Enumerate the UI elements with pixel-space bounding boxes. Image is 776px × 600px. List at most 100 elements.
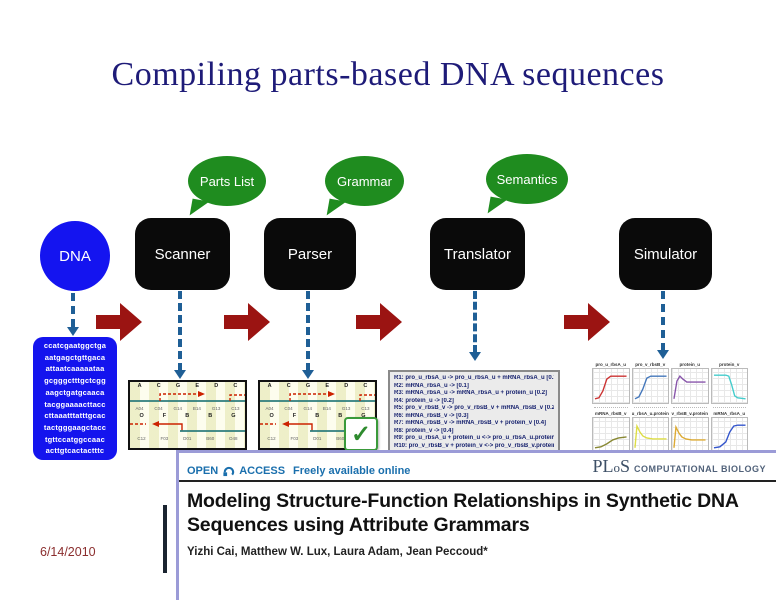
dashed-connector bbox=[178, 291, 182, 371]
reaction-line: R8: protein_v -> [0.4] bbox=[394, 427, 454, 434]
part-letter: B bbox=[315, 413, 320, 419]
reaction-line: R10: pro_v_rbsB_v + protein_v <-> pro_v_… bbox=[394, 442, 554, 449]
part-letter: B bbox=[185, 413, 190, 419]
dna-sequence-line: attaatcaaaaataa bbox=[45, 364, 105, 374]
stage-box-label: Parser bbox=[287, 245, 333, 263]
part-letter: C bbox=[286, 383, 291, 389]
part-letter: F bbox=[162, 413, 167, 419]
part-letter: C bbox=[363, 383, 368, 389]
part-letter: O bbox=[269, 413, 274, 419]
dna-sequence-line: gcgggctttgctcgg bbox=[44, 376, 106, 386]
reaction-line: R4: protein_u -> [0.2] bbox=[394, 397, 454, 404]
part-label: D01 bbox=[313, 436, 322, 441]
reaction-line: R3: mRNA_rbsA_u -> mRNA_rbsA_u + protein… bbox=[394, 390, 548, 396]
slide-date: 6/14/2010 bbox=[40, 545, 96, 559]
parts-track bbox=[130, 390, 245, 405]
part-label: C13 bbox=[231, 406, 240, 411]
part-letter: A bbox=[267, 383, 272, 389]
dashed-connector bbox=[661, 291, 665, 351]
part-label: C04 bbox=[154, 406, 163, 411]
speech-bubble-label: Parts List bbox=[199, 173, 255, 189]
arrowhead-icon bbox=[657, 350, 669, 359]
dna-sequence-line: aagctgatgcaaca bbox=[45, 387, 105, 397]
reaction-line: R1: pro_u_rbsA_u -> pro_u_rbsA_u + mRNA_… bbox=[394, 375, 554, 381]
simulator-output-charts: pro_u_rbsA_u pro_v_rbsB_v protein_u prot… bbox=[592, 362, 748, 457]
sim-chart: protein_u bbox=[671, 362, 709, 408]
stage-box-simulator: Simulator bbox=[619, 218, 712, 290]
speech-bubble-grammar: Grammar bbox=[325, 156, 404, 206]
reaction-line: R2: mRNA_rbsA_u -> [0.1] bbox=[394, 382, 469, 389]
part-letter: B bbox=[208, 413, 213, 419]
sim-chart: u_rbsA_u.protein bbox=[631, 411, 669, 457]
open-access-access-label: ACCESS bbox=[239, 464, 286, 477]
part-label: G14 bbox=[173, 406, 183, 411]
part-label: C13 bbox=[361, 406, 370, 411]
dna-sequence-line: ccatcgaatggctga bbox=[43, 341, 107, 350]
part-letter: D bbox=[344, 383, 349, 389]
speech-bubble-semantics: Semantics bbox=[486, 154, 568, 204]
part-label: C12 bbox=[137, 436, 146, 441]
reaction-line: R7: mRNA_rbsB_v -> mRNA_rbsB_v + protein… bbox=[394, 420, 547, 426]
dna-sequence-line: acttgtcactactttc bbox=[45, 446, 105, 456]
open-access-banner: OPEN ACCESS Freely available online bbox=[187, 464, 410, 477]
slide-title: Compiling parts-based DNA sequences bbox=[111, 56, 665, 93]
dna-sequence-block: ccatcgaatggctga aatgagctgttgaca attaatcaaa… bbox=[33, 337, 117, 460]
dna-sequence-line: cttaaatttatttgcac bbox=[44, 411, 106, 421]
part-label: F03 bbox=[160, 436, 169, 441]
sim-chart: protein_v bbox=[710, 362, 748, 408]
part-letter: E bbox=[325, 383, 330, 389]
dashed-connector bbox=[71, 293, 75, 327]
part-letter: B bbox=[338, 413, 343, 419]
part-letter: G bbox=[305, 383, 311, 389]
part-label: B60 bbox=[206, 436, 215, 441]
flow-arrow-icon bbox=[96, 303, 142, 341]
dna-node-label: DNA bbox=[59, 247, 91, 265]
arrowhead-icon bbox=[302, 370, 314, 379]
dashed-connector bbox=[473, 291, 477, 353]
part-letter: G bbox=[361, 413, 366, 419]
arrowhead-icon bbox=[469, 352, 481, 361]
freely-available-label: Freely available online bbox=[293, 464, 411, 477]
sim-chart: pro_v_rbsB_v bbox=[631, 362, 669, 408]
page-edge-decoration bbox=[163, 505, 167, 573]
sim-chart: v_rbsB_v.protein bbox=[671, 411, 709, 457]
part-label: D01 bbox=[183, 436, 192, 441]
translator-output-reactions: R1: pro_u_rbsA_u -> pro_u_rbsA_u + mRNA_… bbox=[388, 370, 560, 455]
parts-track bbox=[260, 390, 375, 405]
stage-box-scanner: Scanner bbox=[135, 218, 230, 290]
part-letter: D bbox=[214, 383, 219, 389]
checkmark-icon: ✓ bbox=[344, 417, 378, 451]
stage-box-translator: Translator bbox=[430, 218, 525, 290]
part-label: G14 bbox=[303, 406, 313, 411]
part-label: A04 bbox=[135, 406, 144, 411]
dna-sequence-line: tacggaaaacttacc bbox=[44, 399, 106, 409]
journal-name: COMPUTATIONAL BIOLOGY bbox=[634, 464, 766, 474]
dna-sequence-line: aatgagctgttgaca bbox=[44, 352, 106, 362]
part-label: B60 bbox=[336, 436, 345, 441]
speech-bubble-label: Semantics bbox=[496, 171, 558, 187]
paper-authors: Yizhi Cai, Matthew W. Lux, Laura Adam, J… bbox=[187, 546, 488, 558]
stage-box-label: Scanner bbox=[154, 245, 211, 263]
stage-box-label: Translator bbox=[444, 245, 511, 263]
part-label: B14 bbox=[192, 406, 201, 411]
part-label: F03 bbox=[290, 436, 299, 441]
dna-sequence-line: tactgggaagctacc bbox=[43, 422, 107, 432]
speech-bubble-parts-list: Parts List bbox=[188, 156, 266, 206]
flow-arrow-icon bbox=[356, 303, 402, 341]
dna-sequence-line: tgttccatggccaac bbox=[44, 434, 106, 444]
dashed-connector bbox=[306, 291, 310, 371]
arrowhead-icon bbox=[67, 327, 79, 336]
open-access-open-label: OPEN bbox=[187, 464, 219, 477]
part-letter: G bbox=[231, 413, 236, 419]
stage-box-parser: Parser bbox=[264, 218, 356, 290]
